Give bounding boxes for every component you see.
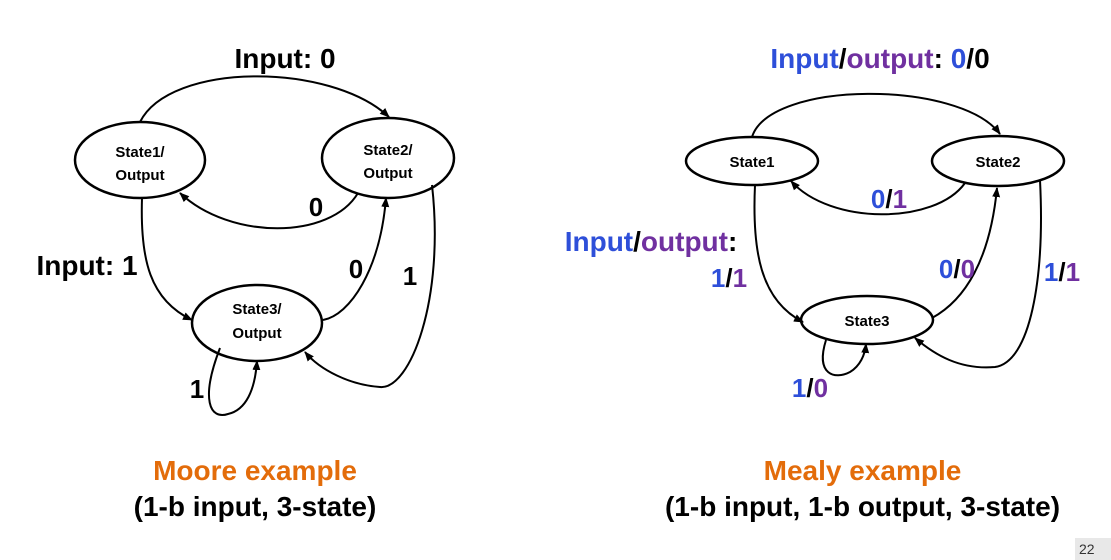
mealy-state1-label: State1 — [729, 154, 774, 171]
mealy-diagram: State1 State2 State3 Input/output: 0/0 0… — [565, 43, 1080, 403]
mealy-label-input-output: Input/output: — [565, 226, 738, 257]
moore-edge-s1-s2 — [139, 75, 390, 123]
mealy-label-self: 1/0 — [792, 373, 828, 403]
moore-state1-line1: State1/ — [115, 144, 165, 161]
moore-label-self: 1 — [190, 374, 204, 404]
moore-state3-line1: State3/ — [232, 301, 282, 318]
mealy-state1: State1 — [684, 135, 820, 187]
mealy-edge-s2-s1 — [790, 180, 966, 216]
mealy-label-s2-s1: 0/1 — [871, 184, 907, 214]
mealy-caption: Mealy example (1-b input, 1-b output, 3-… — [620, 453, 1105, 525]
mealy-label-s1-s3: 1/1 — [711, 263, 747, 293]
moore-caption: Moore example (1-b input, 3-state) — [60, 453, 450, 525]
moore-state2: State2/ Output — [320, 116, 456, 200]
mealy-caption-subtitle: (1-b input, 1-b output, 3-state) — [664, 491, 1061, 522]
moore-state1-line2: Output — [115, 167, 164, 184]
mealy-edge-s1-s2 — [751, 92, 1001, 138]
mealy-caption-title: Mealy example — [763, 455, 962, 486]
moore-caption-title: Moore example — [153, 455, 357, 486]
moore-state3-line2: Output — [232, 325, 281, 342]
mealy-label-top: Input/output: 0/0 — [770, 43, 989, 74]
moore-edge-s3-s2 — [322, 197, 390, 321]
moore-label-s2-s3: 1 — [403, 261, 417, 291]
moore-edge-s2-s3 — [304, 184, 436, 389]
moore-state2-line1: State2/ — [363, 142, 413, 159]
mealy-state2: State2 — [930, 134, 1066, 188]
mealy-state2-label: State2 — [975, 154, 1020, 171]
moore-state2-line2: Output — [363, 165, 412, 182]
moore-label-s3-s2: 0 — [349, 254, 363, 284]
page-number: 22 — [1075, 538, 1111, 560]
moore-state3: State3/ Output — [190, 283, 324, 363]
moore-label-input0: Input: 0 — [234, 43, 335, 74]
moore-state1: State1/ Output — [73, 120, 207, 200]
mealy-edge-s1-s3 — [753, 184, 804, 323]
mealy-label-s2-s3: 1/1 — [1044, 257, 1080, 287]
mealy-state3-label: State3 — [844, 313, 889, 330]
mealy-edge-s2-s3 — [914, 179, 1042, 369]
moore-label-s2-s1: 0 — [309, 192, 323, 222]
moore-edge-s3-self — [207, 347, 261, 417]
mealy-state3: State3 — [799, 294, 935, 346]
moore-caption-subtitle: (1-b input, 3-state) — [133, 491, 377, 522]
mealy-edge-s3-s2 — [931, 187, 1001, 319]
moore-edge-s1-s3 — [140, 197, 193, 321]
moore-edge-s2-s1 — [179, 192, 359, 230]
mealy-edge-s3-self — [821, 339, 870, 377]
moore-diagram: State1/ Output State2/ Output State3/ Ou… — [36, 43, 456, 417]
moore-label-input1: Input: 1 — [36, 250, 137, 281]
mealy-label-s3-s2: 0/0 — [939, 254, 975, 284]
